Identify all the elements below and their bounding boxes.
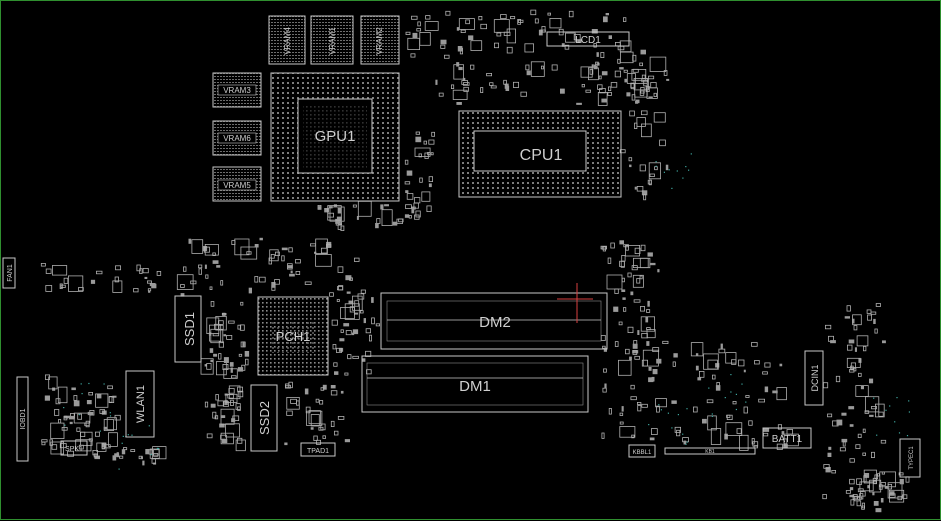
kb-label: KB1	[705, 449, 715, 455]
batt-label: BATT1	[772, 434, 803, 445]
ssd1-slot[interactable]: SSD1	[174, 295, 202, 363]
vram4-label: VRAM4	[283, 27, 292, 55]
vram3-label: VRAM3	[223, 86, 251, 95]
typec-connector[interactable]: TYPEC1	[899, 438, 921, 478]
io-board-connector[interactable]: IOBD1	[16, 376, 29, 462]
dcin-label: DCIN1	[810, 364, 820, 391]
pch-label: PCH1	[276, 329, 311, 344]
gpu-label: GPU1	[315, 128, 356, 145]
dimm-dm1-slot[interactable]: DM1	[361, 355, 589, 413]
cpu-label: CPU1	[520, 147, 563, 164]
vram1-label: VRAM1	[328, 27, 337, 55]
io-label: IOBD1	[20, 408, 27, 429]
crosshair-cursor-icon	[557, 283, 593, 323]
ssd2-slot[interactable]: SSD2	[250, 384, 278, 452]
touchpad-connector[interactable]: TPAD1	[300, 442, 336, 457]
keyboard-connector[interactable]: KB1	[664, 447, 756, 455]
vram5-label: VRAM5	[223, 181, 251, 190]
fan-label: FAN1	[7, 264, 14, 282]
typec-label: TYPEC1	[909, 446, 915, 470]
vram6-chip[interactable]: VRAM6	[212, 120, 262, 156]
kb-backlight-connector[interactable]: KBBL1	[628, 444, 656, 458]
small-components	[40, 9, 910, 513]
vram2-chip[interactable]: VRAM2	[360, 15, 400, 65]
dc-in-connector[interactable]: DCIN1	[804, 350, 824, 406]
dm2-label: DM2	[479, 314, 511, 331]
vram2-label: VRAM2	[375, 27, 384, 55]
spk-label: SPK1	[65, 446, 83, 453]
vram5-chip[interactable]: VRAM5	[212, 166, 262, 202]
battery-connector[interactable]: BATT1	[762, 427, 812, 449]
vram1-chip[interactable]: VRAM1	[310, 15, 354, 65]
tpad-label: TPAD1	[307, 448, 329, 455]
wlan-slot[interactable]: WLAN1	[125, 370, 155, 438]
fan-connector[interactable]: FAN1	[2, 257, 16, 289]
lcd-label: LCD1	[575, 35, 601, 46]
dm1-label: DM1	[459, 378, 491, 395]
vram4-chip[interactable]: VRAM4	[268, 15, 306, 65]
ssd1-label: SSD1	[182, 312, 197, 346]
vram6-label: VRAM6	[223, 134, 251, 143]
gpu-chip[interactable]: GPU1	[270, 72, 400, 202]
wlan-label: WLAN1	[135, 385, 147, 423]
dimm-dm2-slot[interactable]: DM2	[380, 292, 608, 350]
pch-chip[interactable]: PCH1	[257, 296, 329, 376]
vram3-chip[interactable]: VRAM3	[212, 72, 262, 108]
ssd2-label: SSD2	[257, 401, 272, 435]
kbbl-label: KBBL1	[633, 450, 652, 456]
cpu-chip[interactable]: CPU1	[458, 110, 622, 198]
lcd-connector[interactable]: LCD1	[546, 31, 630, 47]
speaker-connector[interactable]: SPK1	[60, 440, 88, 456]
